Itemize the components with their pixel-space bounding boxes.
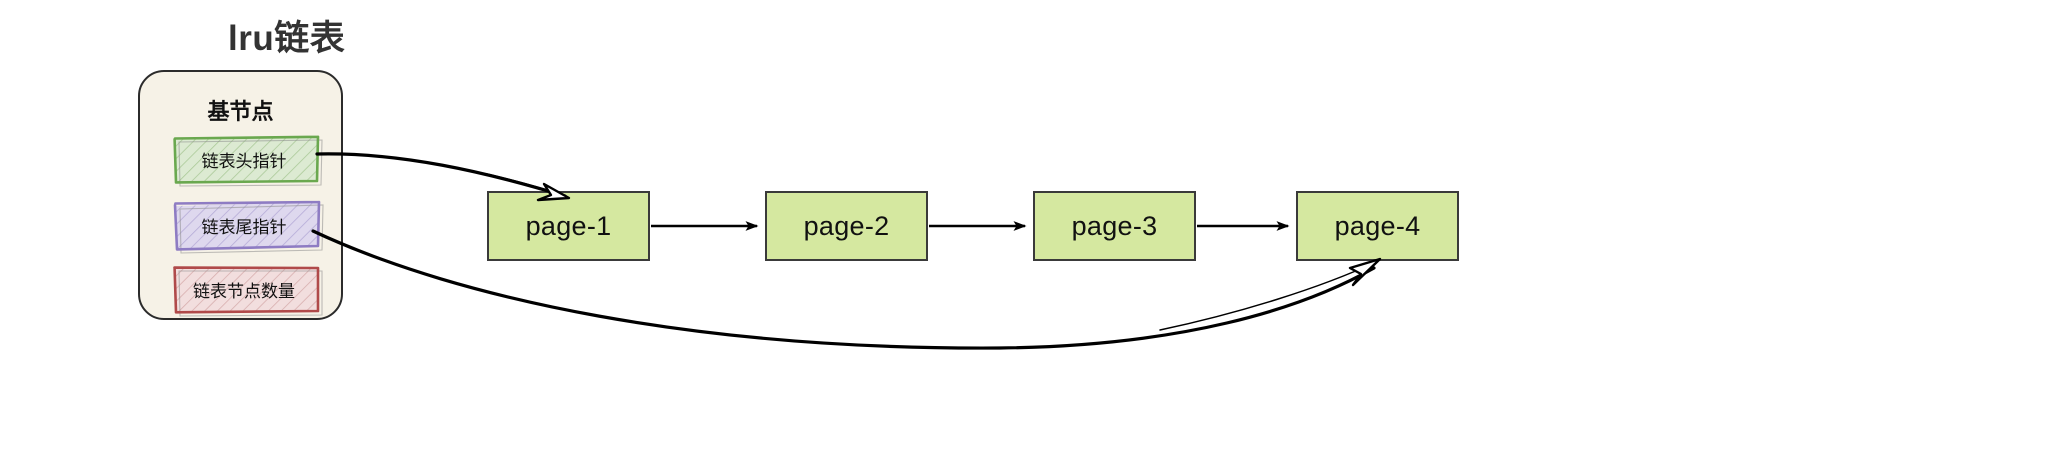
page-title: lru链表 [228, 19, 346, 58]
tail-pointer-label: 链表尾指针 [201, 217, 287, 237]
node-count-sketch-box [173, 266, 323, 317]
field-head-pointer[interactable]: 链表头指针 [173, 135, 323, 187]
list-node-page-3[interactable]: page-3 [1033, 191, 1196, 261]
field-tail-pointer[interactable]: 链表尾指针 [173, 200, 324, 254]
node-count-label: 链表节点数量 [193, 281, 295, 301]
head-pointer-sketch-box [173, 135, 323, 187]
field-node-count[interactable]: 链表节点数量 [173, 266, 323, 317]
list-node-page-2[interactable]: page-2 [765, 191, 928, 261]
head-pointer-label: 链表头指针 [201, 151, 287, 171]
list-node-page-1[interactable]: page-1 [487, 191, 650, 261]
node-label: page-3 [1071, 210, 1158, 241]
node-label: page-1 [525, 210, 612, 241]
base-node-panel: 基节点 链表头指针 [138, 70, 343, 320]
node-label: page-4 [1334, 210, 1421, 241]
list-node-page-4[interactable]: page-4 [1296, 191, 1459, 261]
tail-pointer-sketch-box [173, 200, 324, 254]
base-node-heading: 基节点 [207, 99, 274, 124]
node-label: page-2 [803, 210, 890, 241]
